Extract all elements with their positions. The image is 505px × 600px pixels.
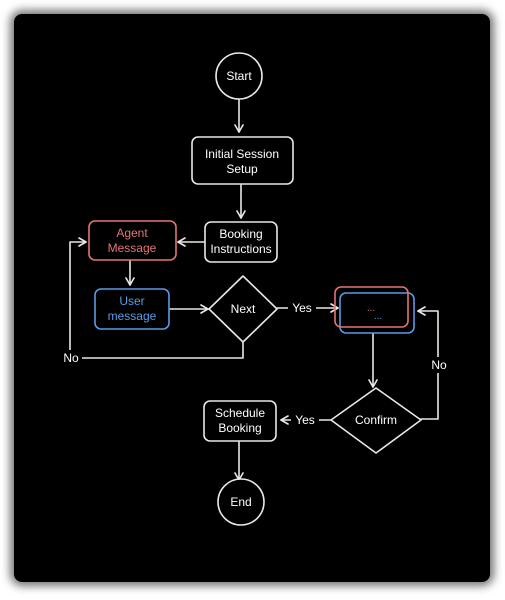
node-confirm-label: Confirm: [355, 413, 397, 427]
node-initial-session-setup-line1: Initial Session: [205, 147, 279, 161]
edge-label-next-no: No: [63, 351, 79, 365]
node-schedule-booking-line2: Booking: [218, 421, 261, 435]
node-confirm-decision: Confirm: [330, 387, 422, 454]
edge-label-next-yes: Yes: [292, 301, 312, 315]
node-user-placeholder-label: ...: [374, 311, 382, 322]
node-message-placeholder: ... ...: [334, 286, 415, 334]
node-initial-session-setup-line2: Setup: [226, 162, 258, 176]
node-user-message: User message: [94, 288, 170, 330]
node-initial-session-setup: Initial Session Setup: [191, 136, 294, 185]
node-agent-message-line2: Message: [108, 241, 157, 255]
node-start: Start: [215, 52, 263, 100]
node-booking-instructions: Booking Instructions: [204, 221, 278, 263]
node-user-message-line2: message: [108, 309, 157, 323]
node-next-decision: Next: [208, 275, 278, 343]
edge-label-confirm-no: No: [431, 358, 447, 372]
edge-label-confirm-yes: Yes: [295, 413, 315, 427]
node-booking-instructions-line2: Instructions: [210, 242, 271, 256]
node-schedule-booking: Schedule Booking: [203, 400, 277, 442]
node-user-message-line1: User: [119, 294, 144, 308]
node-next-label: Next: [231, 302, 256, 316]
node-end-label: End: [230, 495, 251, 509]
node-booking-instructions-line1: Booking: [219, 227, 262, 241]
node-schedule-booking-line1: Schedule: [215, 406, 265, 420]
node-start-label: Start: [226, 69, 252, 83]
node-agent-message: Agent Message: [88, 220, 177, 261]
node-agent-placeholder-label: ...: [367, 303, 375, 314]
node-agent-message-line1: Agent: [116, 226, 148, 240]
node-end: End: [217, 478, 265, 526]
